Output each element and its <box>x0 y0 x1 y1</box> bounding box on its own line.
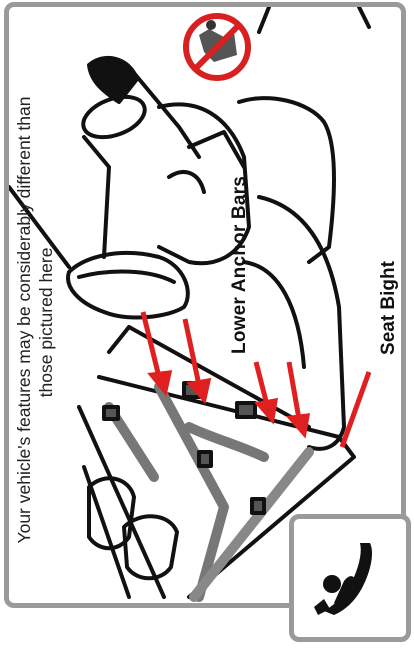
child-seat-icon <box>304 529 398 629</box>
lower-anchor-bars-label: Lower Anchor Bars <box>229 145 255 385</box>
vehicle-features-notice: Your vehicle's features may be considera… <box>13 40 65 600</box>
notice-line-1: Your vehicle's features may be considera… <box>13 40 35 600</box>
notice-line-2: those pictured here. <box>35 40 57 600</box>
child-seat-badge <box>289 514 411 642</box>
seat-bight-label: Seat Bight <box>378 228 404 388</box>
no-car-seat-icon <box>186 16 248 78</box>
